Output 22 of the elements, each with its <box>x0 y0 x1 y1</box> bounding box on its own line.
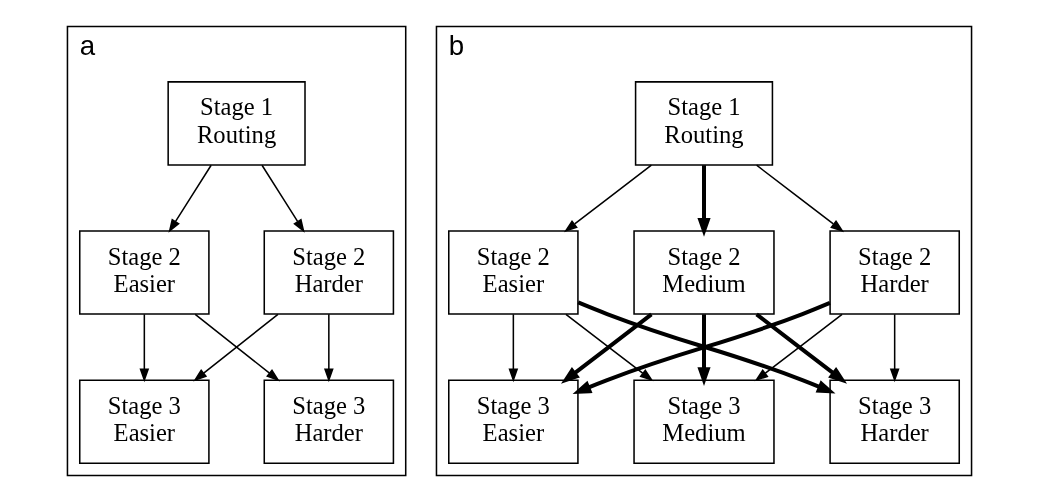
node-box: Stage 2 Medium <box>633 230 775 315</box>
node-box: Stage 1 Routing <box>634 81 774 166</box>
node-box: Stage 3 Harder <box>263 379 395 464</box>
arrow <box>697 165 711 237</box>
arrow <box>889 313 900 383</box>
node-box: Stage 2 Harder <box>263 230 395 315</box>
node-box: Stage 1 Routing <box>167 81 306 166</box>
node-box: Stage 3 Medium <box>633 379 775 464</box>
arrow <box>563 164 653 233</box>
node-box: Stage 3 Easier <box>448 379 579 464</box>
arrow <box>697 314 711 386</box>
arrow <box>139 313 150 383</box>
node-box: Stage 3 Harder <box>829 379 960 464</box>
node-box: Stage 2 Easier <box>448 230 579 315</box>
arrow <box>508 313 519 383</box>
arrow <box>755 164 845 233</box>
arrow <box>261 164 305 233</box>
arrow <box>168 164 212 233</box>
node-box: Stage 2 Harder <box>829 230 960 315</box>
arrow <box>324 313 334 383</box>
node-box: Stage 3 Easier <box>79 379 210 464</box>
node-box: Stage 2 Easier <box>79 230 210 315</box>
